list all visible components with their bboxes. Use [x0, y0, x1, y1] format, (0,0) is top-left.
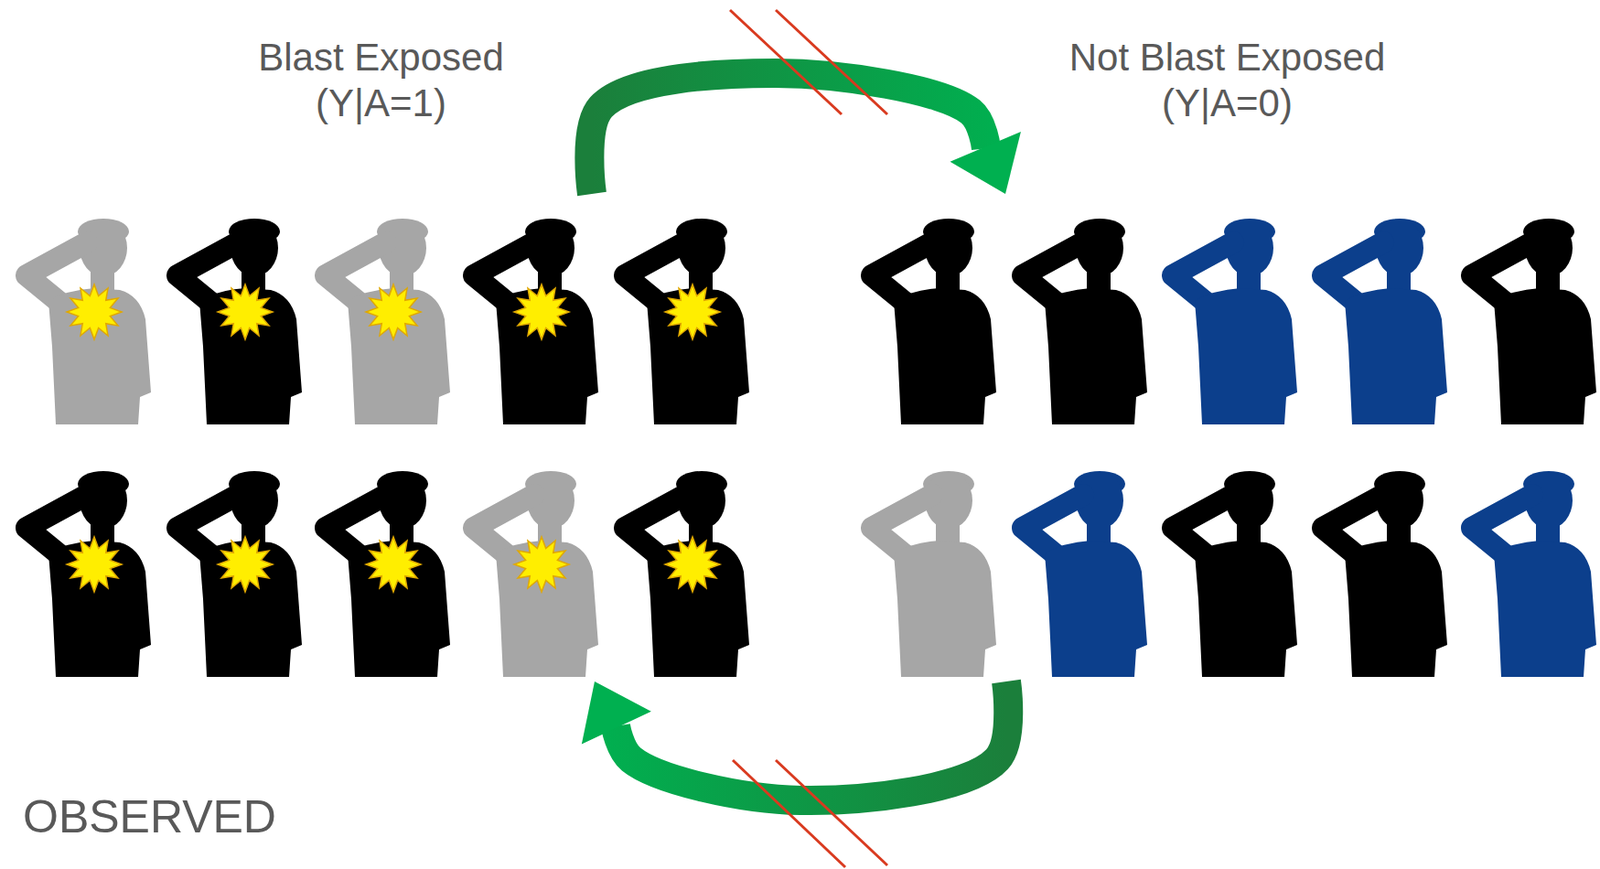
- soldier-figure: [1471, 471, 1597, 677]
- strike-line: [730, 10, 842, 115]
- soldier-figure: [177, 471, 302, 677]
- soldier-figure: [871, 471, 997, 677]
- group-heading: Blast Exposed (Y|A=1): [235, 34, 528, 127]
- blast-star: [514, 536, 570, 592]
- soldier-figure: [473, 471, 599, 677]
- blast-star: [217, 536, 273, 592]
- soldier-figure: [1172, 218, 1298, 425]
- arrow-shaft: [615, 681, 1009, 801]
- soldier-group: Not Blast Exposed (Y|A=0): [857, 193, 1598, 682]
- soldier-figure: [177, 218, 302, 425]
- soldier-figure: [1172, 471, 1298, 677]
- soldier-figure: [1471, 218, 1597, 425]
- group-heading-block: Not Blast Exposed (Y|A=0): [1053, 34, 1402, 127]
- soldier-figure: [1322, 471, 1448, 677]
- curved-arrow: [581, 681, 1009, 801]
- soldier-figure: [26, 471, 151, 677]
- blast-star: [217, 284, 273, 340]
- arrow-head: [581, 681, 652, 745]
- connector-group: [581, 73, 1021, 801]
- soldier-figure: [624, 218, 750, 425]
- blast-star: [665, 536, 720, 592]
- soldier-figure: [325, 218, 451, 425]
- soldier-group: Blast Exposed (Y|A=1): [11, 193, 751, 682]
- soldier-figure: [473, 218, 599, 425]
- soldier-figure: [624, 471, 750, 677]
- group-heading-block: Blast Exposed (Y|A=1): [235, 34, 528, 127]
- group-heading: Not Blast Exposed (Y|A=0): [1053, 34, 1402, 127]
- curved-arrow: [589, 73, 1021, 194]
- blast-star: [514, 284, 570, 340]
- strike-line: [775, 760, 888, 866]
- panel-label: OBSERVED: [22, 794, 277, 840]
- arrow-shaft: [589, 73, 987, 194]
- strike-line: [732, 760, 846, 868]
- soldier-figure: [1322, 218, 1448, 425]
- blast-star: [365, 536, 421, 592]
- strike-line: [775, 10, 888, 115]
- soldier-figure: [26, 218, 151, 425]
- arrow-head: [950, 131, 1021, 194]
- blast-star: [665, 284, 720, 340]
- soldier-figure: [871, 218, 997, 425]
- blast-star: [66, 536, 122, 592]
- soldier-figure: [1022, 218, 1148, 425]
- blast-star: [365, 284, 421, 340]
- soldier-figure: [325, 471, 451, 677]
- blast-star: [66, 284, 122, 340]
- soldier-figure: [1022, 471, 1148, 677]
